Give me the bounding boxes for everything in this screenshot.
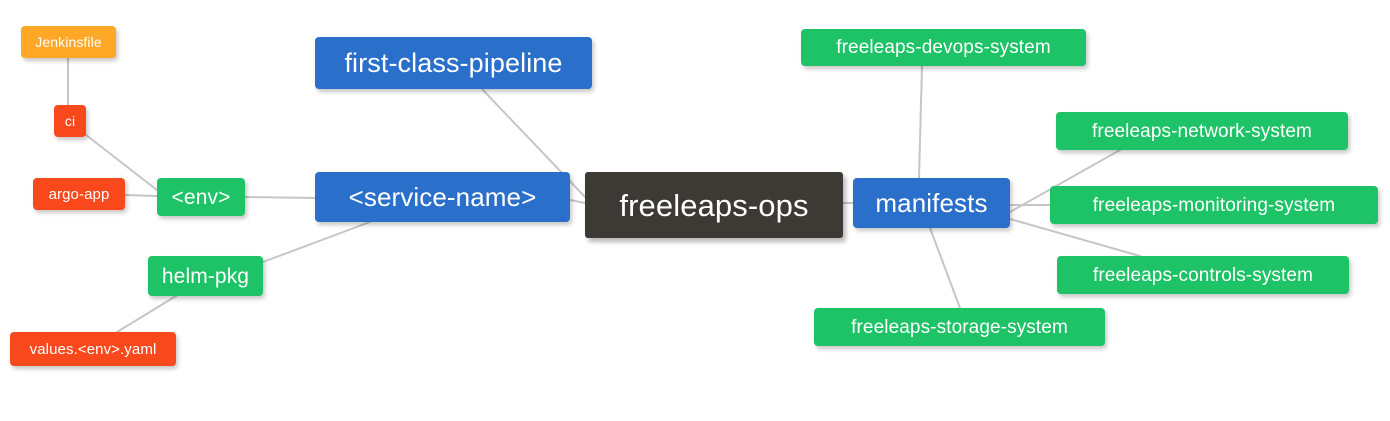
edge-manifests-to-freeleaps-controls-system (1009, 218, 1141, 257)
edge-helm-pkg-to-values-env-yaml (116, 295, 177, 333)
node-freeleaps-network-system[interactable]: freeleaps-network-system (1056, 112, 1348, 150)
edge-manifests-to-freeleaps-storage-system (929, 227, 961, 309)
edge-freeleaps-ops-to-service-name (569, 199, 586, 204)
node-first-class-pipeline[interactable]: first-class-pipeline (315, 37, 592, 89)
node-freeleaps-controls-system[interactable]: freeleaps-controls-system (1057, 256, 1349, 294)
node-service-name[interactable]: <service-name> (315, 172, 570, 222)
node-manifests[interactable]: manifests (853, 178, 1010, 228)
node-freeleaps-devops-system[interactable]: freeleaps-devops-system (801, 29, 1086, 66)
node-ci[interactable]: ci (54, 105, 86, 137)
edge-service-name-to-helm-pkg (262, 221, 371, 263)
edge-manifests-to-freeleaps-devops-system (918, 65, 923, 179)
node-freeleaps-storage-system[interactable]: freeleaps-storage-system (814, 308, 1105, 346)
node-env[interactable]: <env> (157, 178, 245, 216)
node-freeleaps-ops[interactable]: freeleaps-ops (585, 172, 843, 238)
node-argo-app[interactable]: argo-app (33, 178, 125, 210)
node-values-env-yaml[interactable]: values.<env>.yaml (10, 332, 176, 366)
node-freeleaps-monitoring-system[interactable]: freeleaps-monitoring-system (1050, 186, 1378, 224)
edge-service-name-to-env (244, 196, 316, 199)
edge-env-to-argo-app (124, 194, 158, 197)
node-helm-pkg[interactable]: helm-pkg (148, 256, 263, 296)
node-Jenkinsfile[interactable]: Jenkinsfile (21, 26, 116, 58)
